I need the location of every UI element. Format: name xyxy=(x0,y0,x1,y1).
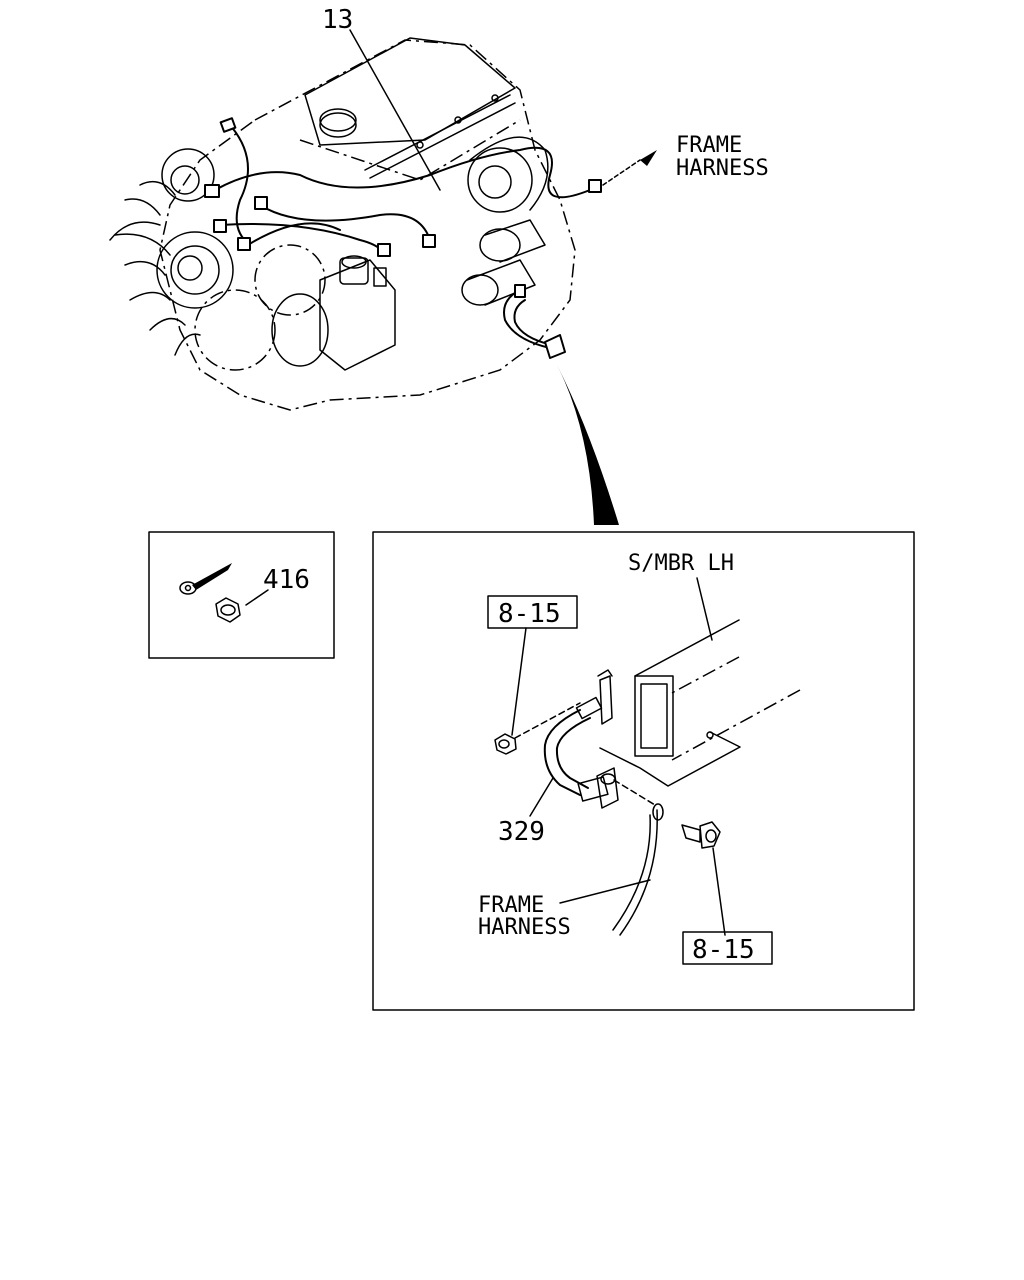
callout-416: 416 xyxy=(263,565,310,595)
ref-top-text: 8-15 xyxy=(498,599,561,629)
frame-harness-bottom-line1: FRAME xyxy=(478,893,544,918)
frame-harness-top-line2: HARNESS xyxy=(676,156,769,181)
detail-pointer-wedge xyxy=(557,365,619,525)
side-member-label: S/MBR LH xyxy=(628,551,734,576)
ref-box-bottom xyxy=(682,931,773,965)
ref-box-top xyxy=(487,595,578,629)
engine-assembly xyxy=(109,37,602,411)
callout-329: 329 xyxy=(498,817,545,847)
ref-bottom-text: 8-15 xyxy=(692,935,755,965)
frame-harness-top-line1: FRAME xyxy=(676,133,742,158)
callout-13: 13 xyxy=(322,5,353,35)
bracket-detail-box: S/MBR LH 8-15 329 FRAME H xyxy=(372,531,915,1011)
frame-harness-bottom-line2: HARNESS xyxy=(478,915,571,940)
frame-harness-arrow-top xyxy=(602,150,657,186)
nut-detail-box: 416 xyxy=(148,531,335,659)
leader-line-13 xyxy=(349,29,441,191)
